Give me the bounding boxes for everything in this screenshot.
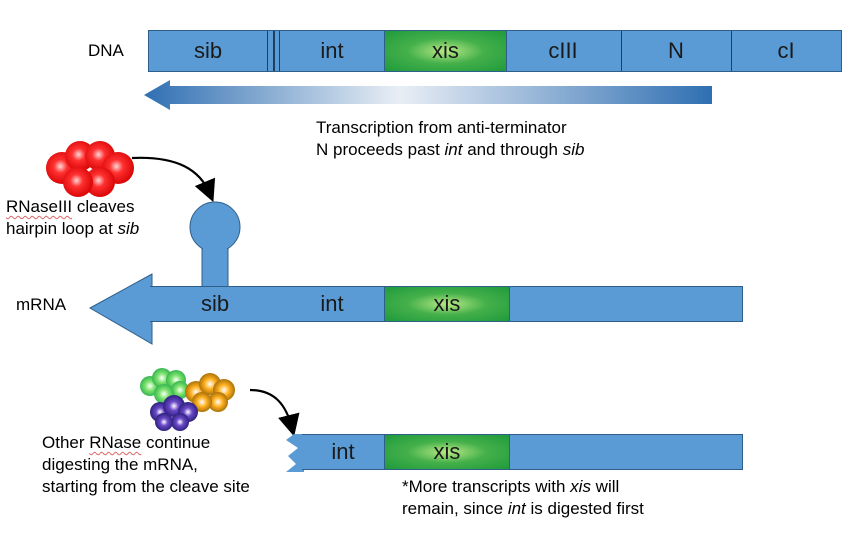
mrna-label: mRNA (16, 295, 67, 314)
caption-int: int (444, 140, 463, 159)
cleaved-end (286, 434, 304, 472)
dna-segment-sib: sib (193, 38, 223, 63)
rnase3-sib: sib (117, 219, 140, 238)
note-xis: xis (570, 477, 591, 496)
caption-sib: sib (562, 140, 585, 159)
mrna-segment-int: int (320, 291, 344, 316)
transcription-caption: Transcription from anti-terminator N pro… (316, 117, 584, 161)
other-rnase-arrow (249, 388, 300, 437)
rnase3-arrow (131, 156, 216, 203)
caption-line2-text: N proceeds past (316, 140, 445, 159)
note-line1-rest: will (590, 477, 620, 496)
note-line1-pre: *More transcripts with (402, 477, 571, 496)
note-text: *More transcripts with xis will remain, … (402, 476, 644, 520)
dna-segment-xis: xis (384, 31, 507, 71)
dna-divider (731, 31, 732, 71)
caption-line2-mid: and through (462, 140, 563, 159)
rnase3-line2-text: hairpin loop at (6, 219, 118, 238)
dna-segment-n: N (668, 38, 684, 63)
transcription-arrow (144, 80, 712, 110)
dna-divider (621, 31, 622, 71)
degraded-segment-int: int (331, 439, 355, 464)
note-int: int (507, 499, 526, 518)
mrna-arrowhead (88, 273, 153, 345)
other-line1-pre: Other (42, 433, 90, 452)
dna-divider (273, 31, 275, 71)
hairpin-loop (189, 201, 241, 290)
caption-line1: Transcription from anti-terminator (316, 118, 567, 137)
note-line2-pre: remain, since (402, 499, 508, 518)
rnase3-word: RNaseIII (6, 197, 73, 216)
dna-segment-int: int (320, 38, 344, 63)
other-rnase-word: RNase (89, 433, 142, 452)
other-rnase-text: Other RNase continue digesting the mRNA,… (42, 432, 250, 498)
dna-segment-ci: cI (777, 38, 795, 63)
dna-bar: sib int xis cIII N cI (148, 30, 842, 72)
dna-segment-ciii: cIII (548, 38, 578, 63)
dna-divider (267, 31, 268, 71)
degraded-segment-xis: xis (384, 435, 510, 469)
dna-divider (279, 31, 280, 71)
other-rnase-clouds-icon (140, 368, 235, 431)
mrna-segment-xis: xis (384, 287, 510, 321)
rnase3-line1-rest: cleaves (72, 197, 135, 216)
mrna-bar: sib int xis (150, 286, 743, 322)
other-line3: starting from the cleave site (42, 477, 250, 496)
other-line2: digesting the mRNA, (42, 455, 198, 474)
mrna-segment-sib: sib (200, 291, 230, 316)
other-line1-rest: continue (141, 433, 211, 452)
rnase3-text: RNaseIII cleaves hairpin loop at sib (6, 196, 139, 240)
degraded-mrna-bar: int xis (302, 434, 743, 470)
rnase3-cloud-icon (46, 141, 134, 197)
dna-label: DNA (88, 41, 124, 60)
note-line2-rest: is digested first (525, 499, 644, 518)
